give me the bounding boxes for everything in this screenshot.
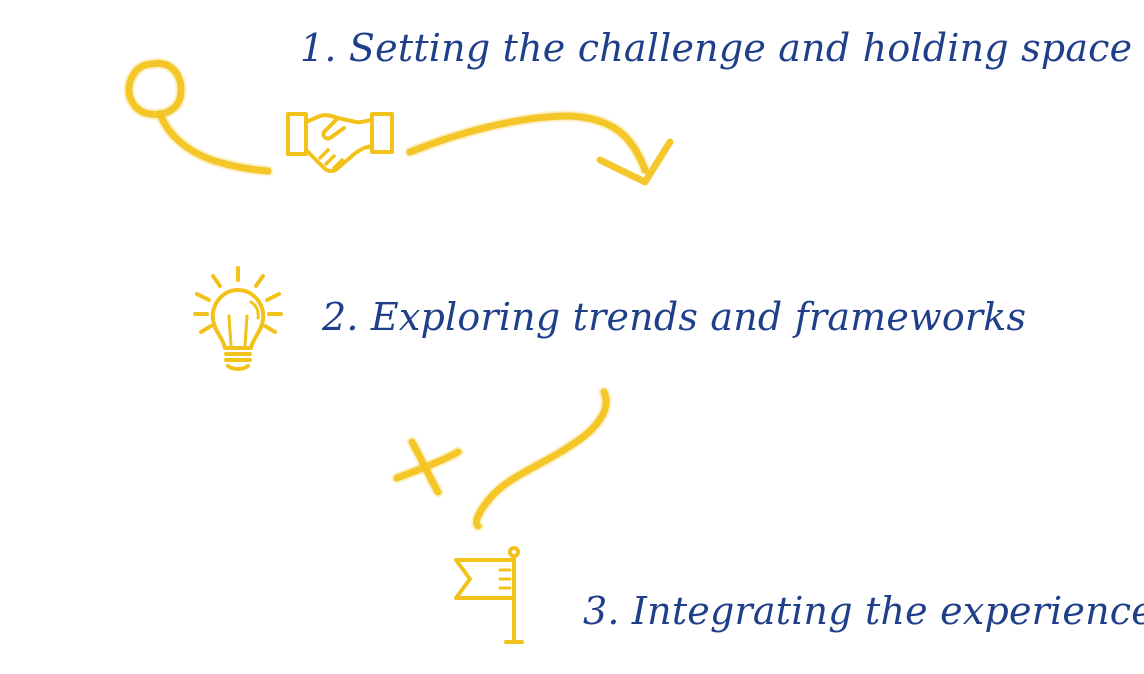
start-path-curve	[154, 108, 274, 177]
path-curve	[471, 386, 612, 532]
handshake-icon	[286, 112, 394, 173]
flag-icon	[454, 546, 524, 644]
step-1-label: 1. Setting the challenge and holding spa…	[300, 26, 1133, 70]
step-3-label: 3. Integrating the experience	[583, 589, 1144, 633]
lightbulb-icon	[193, 266, 283, 371]
cross-mark-icon	[391, 436, 464, 498]
curved-arrow	[404, 110, 674, 186]
step-2-label: 2. Exploring trends and frameworks	[322, 295, 1027, 339]
start-circle-icon	[123, 57, 187, 120]
